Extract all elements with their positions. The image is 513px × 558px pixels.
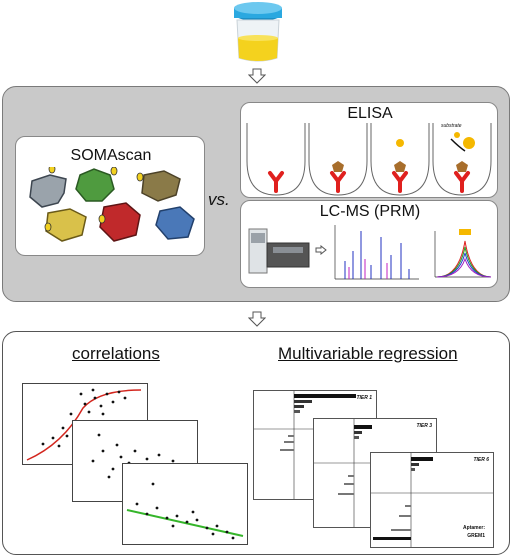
elisa-title: ELISA	[347, 105, 393, 122]
substrate-label: substrate	[441, 123, 462, 129]
vs-label: vs.	[208, 190, 230, 209]
somascan-title: SOMAscan	[70, 147, 152, 164]
elisa-card: ELISA substrate	[240, 102, 498, 198]
lcms-card: LC-MS (PRM)	[240, 200, 498, 288]
ms-spectrum	[334, 225, 419, 280]
chromatogram	[434, 229, 492, 278]
protein-icon	[29, 167, 195, 242]
tier-label: TIER 3	[416, 423, 432, 429]
down-arrow-icon	[247, 311, 267, 327]
regression-heading: Multivariable regression	[278, 344, 458, 363]
aptamer-label: Aptamer:	[463, 525, 485, 531]
scatter-plot-3	[122, 463, 248, 545]
tier-label: TIER 6	[473, 457, 489, 463]
aptamer-value: GREM1	[467, 533, 485, 539]
lcms-instrument-icon	[248, 228, 310, 274]
down-arrow-icon	[247, 68, 267, 84]
tier-panel-6: TIER 6 Aptamer: GREM1	[370, 452, 494, 548]
somascan-card: SOMAscan	[15, 136, 205, 256]
lcms-title: LC-MS (PRM)	[319, 203, 421, 220]
arrow-right-icon	[315, 245, 327, 255]
correlations-heading: correlations	[72, 344, 160, 363]
tier-label: TIER 1	[356, 395, 372, 401]
elisa-wells	[246, 123, 492, 196]
sample-tube-icon	[227, 2, 289, 64]
